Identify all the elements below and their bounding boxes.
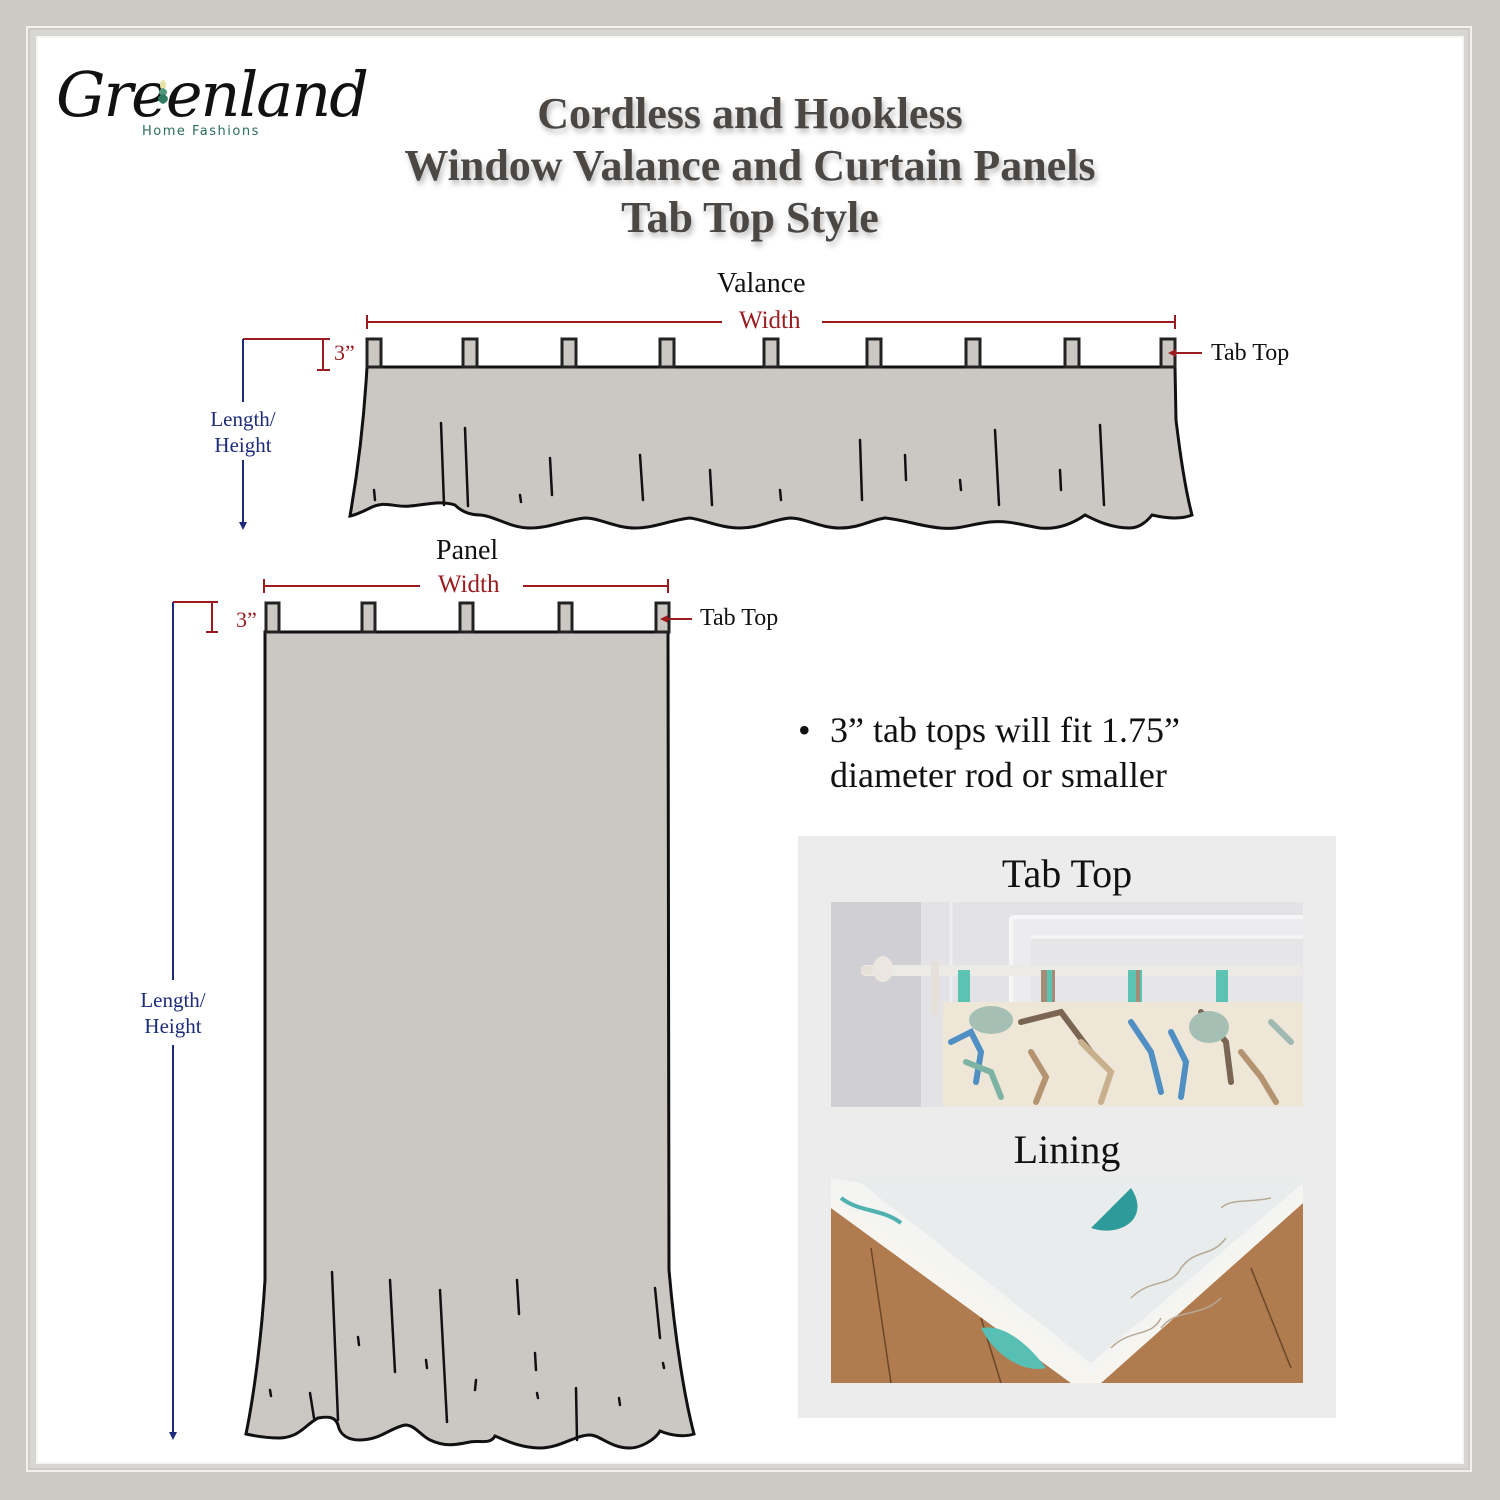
panel-tabs [264,601,671,634]
valance-label: Valance [717,268,806,299]
valance-length-label: Length/ Height [196,406,290,458]
panel-length-label-line2: Height [144,1014,202,1038]
leaf-icon [158,80,168,104]
lining-photo-illustration [831,1178,1303,1383]
outer-frame [26,26,1472,1472]
panel-length-label-line1: Length/ [140,988,206,1012]
panel-label: Panel [436,535,499,566]
tab-strips [958,970,1228,1007]
photo-card: Tab Top [798,836,1336,1418]
valance-width-label: Width [737,307,803,335]
logo-subtitle: Home Fashions [142,124,260,139]
bullet-line-1: 3” tab tops will fit 1.75” [830,710,1180,750]
page-title: Cordless and Hookless Window Valance and… [0,88,1500,244]
bullet-text: 3” tab tops will fit 1.75” diameter rod … [830,708,1290,798]
bullet-dot: • [798,710,811,750]
valance-shape [348,365,1194,530]
valance-length-label-line1: Length/ [210,407,276,431]
panel-width-label: Width [438,571,500,598]
panel-tab-top-label: Tab Top [700,605,779,631]
valance-tab-height-label: 3” [334,340,355,365]
bullet-line-2: diameter rod or smaller [830,755,1167,795]
panel-tab-height-label: 3” [236,607,257,632]
panel-length-dimension [169,602,177,1440]
panel-width-dimension [263,579,669,593]
title-line-3: Tab Top Style [621,193,879,242]
lining-photo [831,1178,1303,1383]
panel-tab-height-dimension [173,601,218,633]
logo-script-text: Greenland [56,58,369,131]
panel-length-label: Length/ Height [126,987,220,1039]
valance-tab-top-arrow [1168,349,1202,357]
panel-tab-top-arrow [660,615,692,623]
tab-top-photo [831,902,1303,1107]
valance-tab-height-dimension [243,338,330,371]
brand-logo: Greenland Home Fashions [56,58,369,168]
tab-top-photo-title: Tab Top [1001,851,1133,896]
panel-shape [244,630,696,1450]
valance-tabs [365,337,1177,369]
title-line-2: Window Valance and Curtain Panels [404,141,1096,190]
valance-width-dimension [366,315,1176,329]
valance-length-dimension [239,339,247,530]
lining-photo-title: Lining [1013,1127,1121,1172]
title-line-1: Cordless and Hookless [537,89,963,138]
valance-tab-top-label: Tab Top [1211,340,1290,366]
tab-top-photo-illustration [831,902,1303,1107]
valance-length-label-line2: Height [214,433,272,457]
